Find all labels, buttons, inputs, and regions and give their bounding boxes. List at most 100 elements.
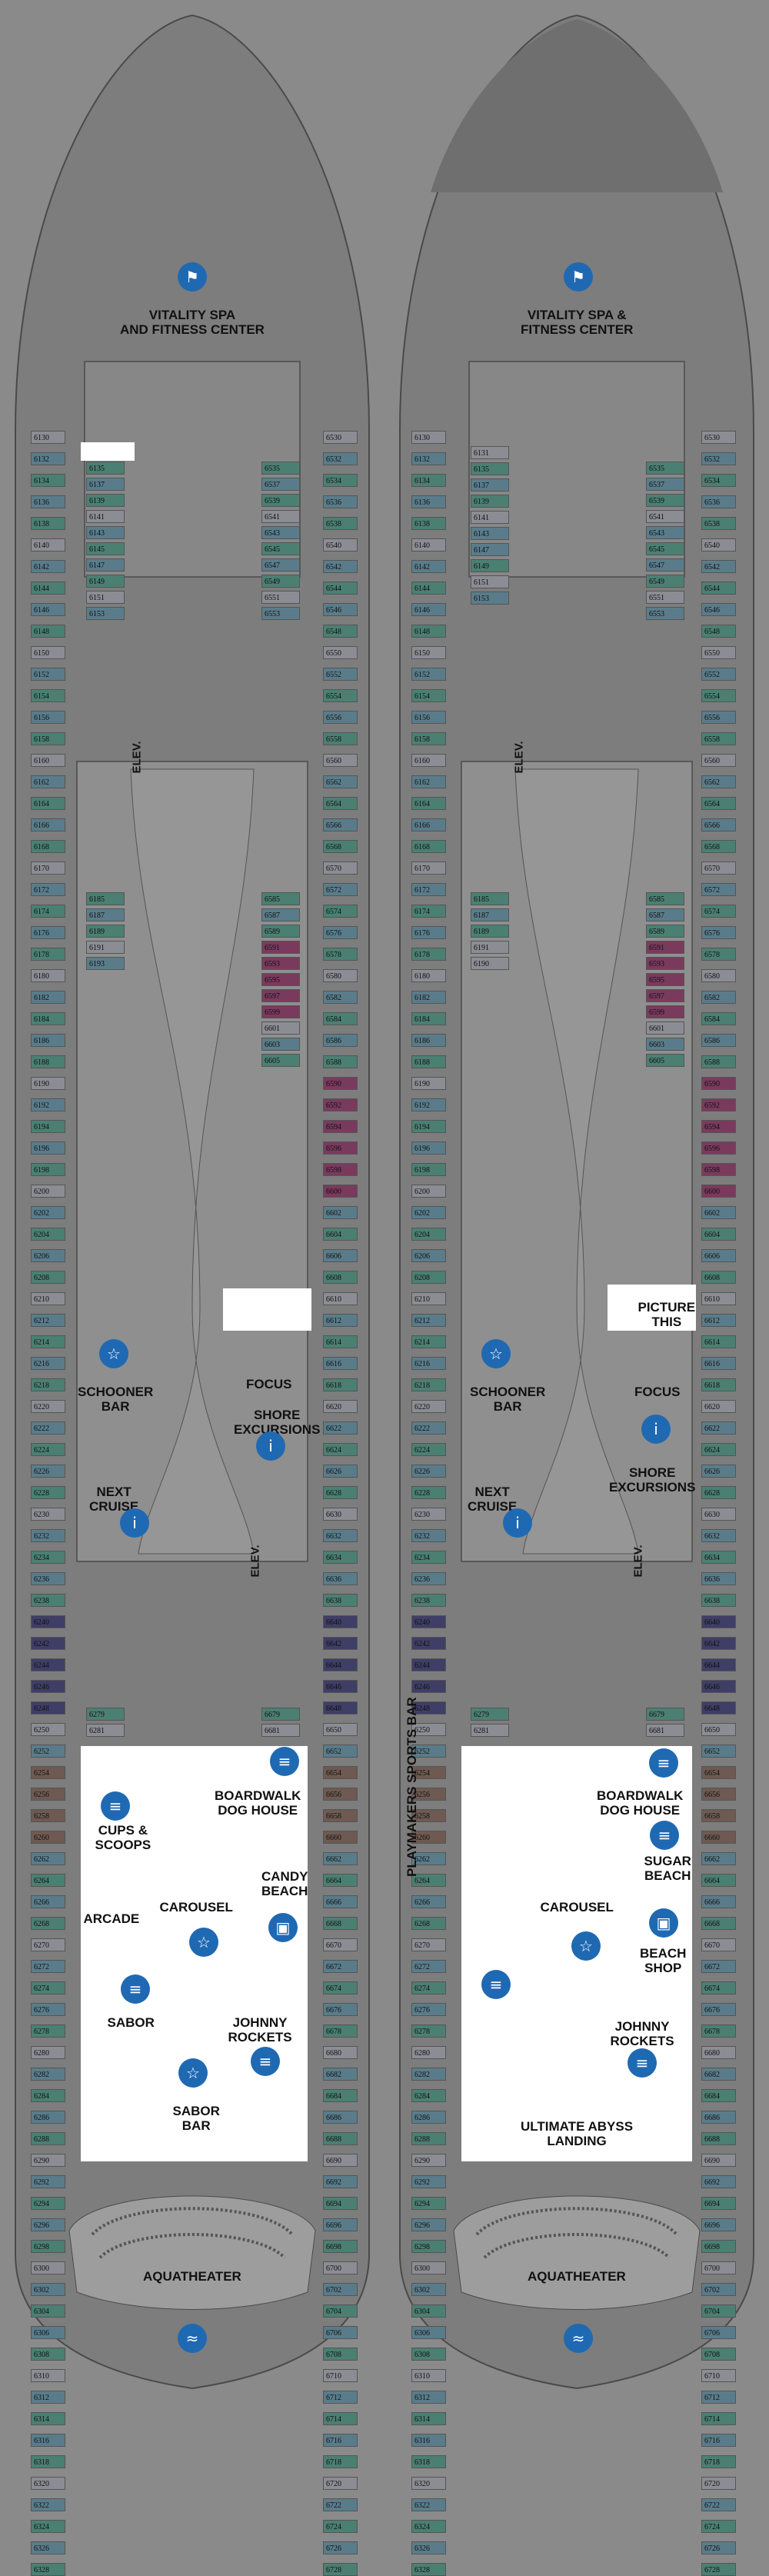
left-highlight-cabin xyxy=(81,442,135,461)
right-inner-aft-stbd-cabin: 6679 xyxy=(646,1708,684,1721)
left-inner-mid-stbd-cabin: 6591 xyxy=(261,941,300,954)
left-port-cabin: 6196 xyxy=(31,1141,65,1155)
right-stbd-cabin: 6620 xyxy=(701,1400,736,1413)
left-label-schooner-line: SCHOONER xyxy=(78,1385,154,1399)
left-label-focus: FOCUS xyxy=(246,1377,292,1391)
left-port-cabin: 6298 xyxy=(31,2240,65,2253)
right-stbd-cabin: 6702 xyxy=(701,2283,736,2296)
left-inner-mid-cabin: 6189 xyxy=(86,925,125,938)
right-stbd-cabin: 6686 xyxy=(701,2111,736,2124)
left-port-cabin: 6140 xyxy=(31,538,65,552)
right-stbd-cabin: 6638 xyxy=(701,1594,736,1607)
left-stbd-cabin: 6542 xyxy=(323,560,358,573)
right-port-cabin: 6188 xyxy=(411,1055,446,1068)
right-port-cabin: 6288 xyxy=(411,2132,446,2145)
left-stbd-cabin: 6648 xyxy=(323,1701,358,1715)
right-stbd-cabin: 6584 xyxy=(701,1012,736,1025)
left-stbd-cabin: 6678 xyxy=(323,2024,358,2038)
left-port-cabin: 6272 xyxy=(31,1960,65,1973)
right-stbd-cabin: 6572 xyxy=(701,883,736,896)
left-stbd-cabin: 6714 xyxy=(323,2412,358,2425)
right-port-cabin: 6182 xyxy=(411,991,446,1004)
left-port-cabin: 6290 xyxy=(31,2154,65,2167)
left-port-cabin: 6266 xyxy=(31,1895,65,1908)
left-inner-mid-stbd-cabin: 6597 xyxy=(261,989,300,1002)
right-stbd-cabin: 6570 xyxy=(701,861,736,875)
right-port-cabin: 6142 xyxy=(411,560,446,573)
left-port-cabin: 6252 xyxy=(31,1745,65,1758)
left-dining-icon: ≡ xyxy=(270,1747,299,1776)
left-stbd-cabin: 6540 xyxy=(323,538,358,552)
left-port-cabin: 6236 xyxy=(31,1572,65,1585)
left-port-cabin: 6320 xyxy=(31,2477,65,2490)
left-port-cabin: 6216 xyxy=(31,1357,65,1370)
left-label-elev1-line: ELEV. xyxy=(130,741,144,774)
right-stbd-cabin: 6626 xyxy=(701,1465,736,1478)
right-stbd-cabin: 6596 xyxy=(701,1141,736,1155)
right-inner-fwd-cabin: 6139 xyxy=(471,495,509,508)
right-port-cabin: 6268 xyxy=(411,1917,446,1930)
right-stbd-cabin: 6610 xyxy=(701,1292,736,1305)
right-port-cabin: 6262 xyxy=(411,1852,446,1865)
right-inner-mid-stbd-cabin: 6585 xyxy=(646,892,684,905)
left-port-cabin: 6242 xyxy=(31,1637,65,1650)
left-stbd-cabin: 6636 xyxy=(323,1572,358,1585)
right-port-cabin: 6290 xyxy=(411,2154,446,2167)
left-port-cabin: 6192 xyxy=(31,1098,65,1111)
left-stbd-cabin: 6640 xyxy=(323,1615,358,1628)
left-stbd-cabin: 6634 xyxy=(323,1551,358,1564)
right-stbd-cabin: 6578 xyxy=(701,948,736,961)
left-stbd-cabin: 6658 xyxy=(323,1809,358,1822)
right-stbd-cabin: 6644 xyxy=(701,1658,736,1671)
right-label-sugar-line: SUGAR xyxy=(644,1854,691,1868)
left-stbd-cabin: 6598 xyxy=(323,1163,358,1176)
right-port-cabin: 6282 xyxy=(411,2068,446,2081)
left-port-cabin: 6278 xyxy=(31,2024,65,2038)
left-port-cabin: 6250 xyxy=(31,1723,65,1736)
left-inner-fwd-cabin: 6143 xyxy=(86,526,125,539)
left-stbd-cabin: 6574 xyxy=(323,905,358,918)
right-stbd-cabin: 6728 xyxy=(701,2563,736,2576)
right-stbd-cabin: 6628 xyxy=(701,1486,736,1499)
right-inner-fwd-stbd-cabin: 6549 xyxy=(646,575,684,588)
left-stbd-cabin: 6686 xyxy=(323,2111,358,2124)
left-port-cabin: 6206 xyxy=(31,1249,65,1262)
right-stbd-cabin: 6538 xyxy=(701,517,736,530)
right-stbd-cabin: 6678 xyxy=(701,2024,736,2038)
right-port-cabin: 6276 xyxy=(411,2003,446,2016)
left-stbd-cabin: 6548 xyxy=(323,625,358,638)
left-port-cabin: 6158 xyxy=(31,732,65,745)
right-port-cabin: 6132 xyxy=(411,452,446,465)
right-stbd-cabin: 6632 xyxy=(701,1529,736,1542)
left-stbd-cabin: 6558 xyxy=(323,732,358,745)
left-port-cabin: 6292 xyxy=(31,2175,65,2188)
left-stbd-cabin: 6614 xyxy=(323,1335,358,1348)
left-label-elev2: ELEV. xyxy=(248,1545,262,1578)
right-inner-fwd-stbd-cabin: 6547 xyxy=(646,558,684,572)
right-stbd-cabin: 6722 xyxy=(701,2498,736,2511)
right-stbd-cabin: 6558 xyxy=(701,732,736,745)
left-port-cabin: 6198 xyxy=(31,1163,65,1176)
left-stbd-cabin: 6690 xyxy=(323,2154,358,2167)
left-port-cabin: 6262 xyxy=(31,1852,65,1865)
right-ship-hull xyxy=(399,14,754,2390)
left-port-cabin: 6184 xyxy=(31,1012,65,1025)
left-stbd-cabin: 6568 xyxy=(323,840,358,853)
right-inner-fwd-cabin: 6151 xyxy=(471,575,509,588)
right-inner-fwd-cabin: 6147 xyxy=(471,543,509,556)
left-inner-aft-cabin: 6279 xyxy=(86,1708,125,1721)
right-port-cabin: 6298 xyxy=(411,2240,446,2253)
left-inner-fwd-stbd-cabin: 6553 xyxy=(261,607,300,620)
left-port-cabin: 6218 xyxy=(31,1378,65,1391)
right-port-cabin: 6212 xyxy=(411,1314,446,1327)
right-port-cabin: 6168 xyxy=(411,840,446,853)
right-stbd-cabin: 6602 xyxy=(701,1206,736,1219)
right-shopping-icon: ▣ xyxy=(649,1908,678,1938)
left-stbd-cabin: 6696 xyxy=(323,2218,358,2231)
left-label-shore-line: SHORE xyxy=(253,1408,301,1422)
right-port-cabin: 6326 xyxy=(411,2541,446,2554)
left-label-saborbar-line: BAR xyxy=(181,2118,211,2133)
left-stbd-cabin: 6588 xyxy=(323,1055,358,1068)
left-port-cabin: 6284 xyxy=(31,2089,65,2102)
